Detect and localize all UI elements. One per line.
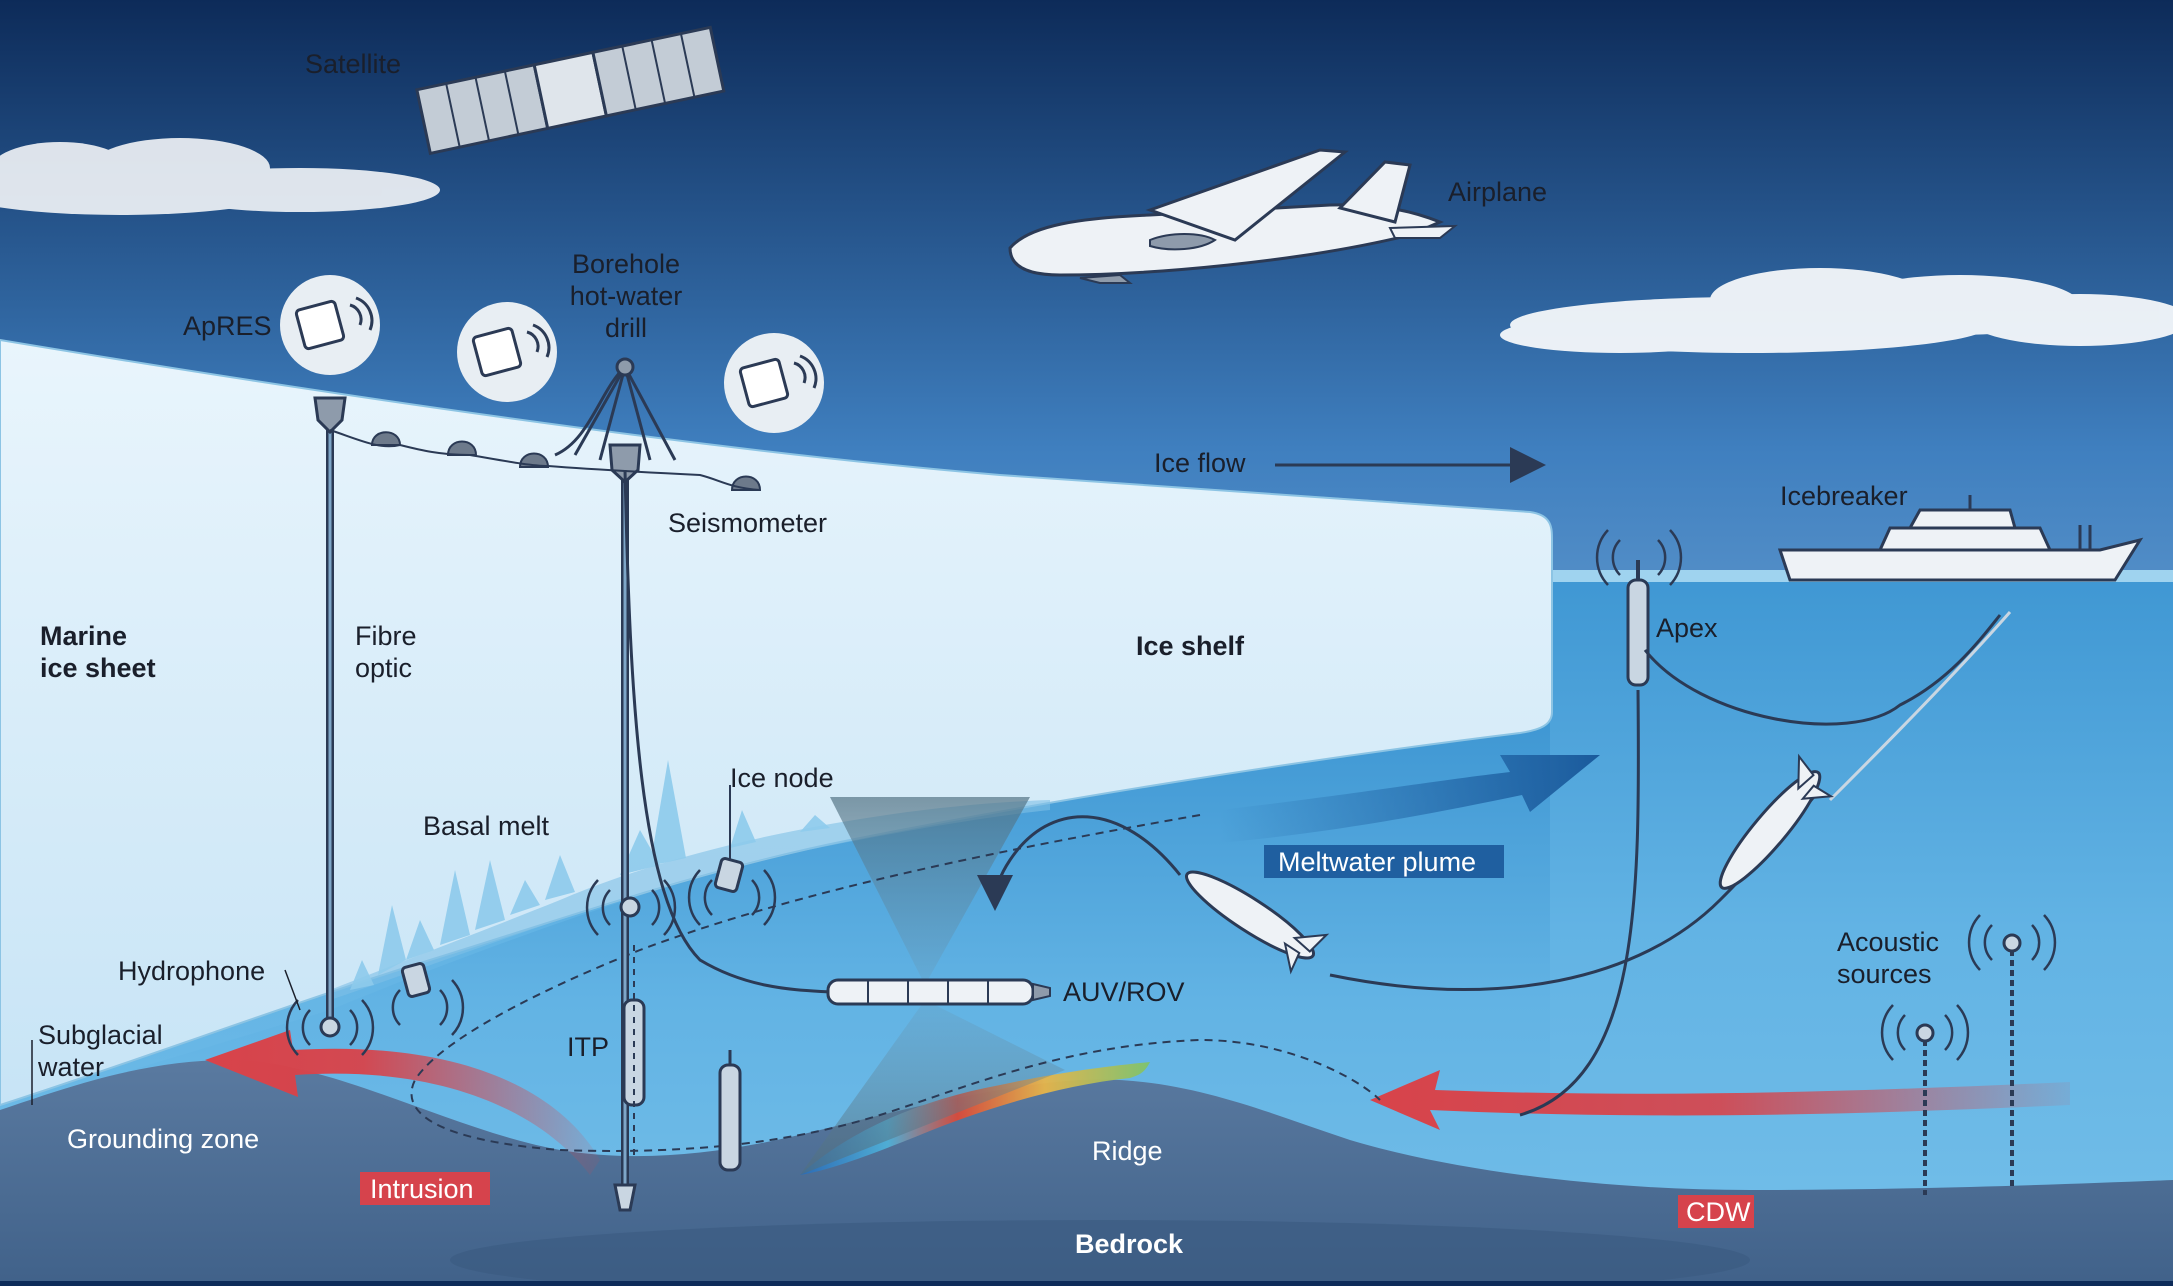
seismometer-cable [329, 429, 761, 491]
icebreaker-icon [1777, 495, 2144, 582]
tether-to-auv [623, 469, 831, 994]
label-acoustic-sources-2: sources [1837, 959, 1932, 989]
label-fibre-optic-1: Fibre [355, 621, 417, 651]
sonar-cone-down [800, 1000, 1065, 1175]
signal-arcs [285, 529, 2057, 1061]
label-itp: ITP [567, 1032, 609, 1062]
borehole-drill [554, 365, 677, 461]
apex-tether [1519, 689, 1640, 1117]
label-seismometer: Seismometer [668, 508, 827, 538]
label-bedrock: Bedrock [1075, 1229, 1184, 1259]
hydrophone-node [400, 962, 432, 998]
label-subglacial-water-1: Subglacial [38, 1020, 163, 1050]
label-ice-shelf: Ice shelf [1136, 631, 1245, 661]
airplane-icon [1008, 148, 1458, 284]
label-acoustic-sources-1: Acoustic [1837, 927, 1939, 957]
glider-upper [1718, 753, 1835, 890]
itp-anchor [613, 1183, 637, 1212]
cloud-left [0, 138, 440, 215]
label-marine-ice-sheet-1: Marine [40, 621, 127, 651]
mooring-instrument [718, 1050, 742, 1172]
borehole-head [608, 443, 642, 485]
label-ridge: Ridge [1092, 1136, 1163, 1166]
bedrock-shadow [450, 1220, 1750, 1286]
label-basal-melt: Basal melt [423, 811, 550, 841]
label-fibre-optic-2: optic [355, 653, 412, 683]
hydrophone-sensor [319, 1016, 341, 1038]
label-satellite: Satellite [305, 49, 401, 79]
apres-bubble-3 [724, 333, 824, 433]
label-airplane: Airplane [1448, 177, 1547, 207]
label-cdw: CDW [1686, 1197, 1751, 1227]
label-borehole-2: hot-water [570, 281, 683, 311]
glider-lower [1184, 870, 1330, 975]
cdw-arrow [1370, 1070, 2070, 1130]
acoustic-source-2 [2002, 933, 2022, 1190]
label-icebreaker: Icebreaker [1780, 481, 1908, 511]
apres-bubble-2 [457, 302, 557, 402]
label-apex: Apex [1656, 613, 1718, 643]
satellite-icon [415, 25, 726, 156]
label-borehole-3: drill [605, 313, 647, 343]
acoustic-source-1 [1915, 1023, 1935, 1195]
label-grounding-zone: Grounding zone [67, 1124, 259, 1154]
bedrock [0, 1060, 2173, 1281]
ice-node [713, 785, 745, 893]
plume-return-arrow [977, 815, 1182, 911]
apres-unit [313, 396, 347, 435]
auv-rov [826, 978, 1051, 1006]
circulation-loop [410, 814, 1381, 1152]
label-subglacial-water-2: water [37, 1052, 104, 1082]
icebreaker-tether [1643, 614, 2002, 726]
intrusion-tag [360, 1172, 490, 1205]
apex-float [1626, 560, 1650, 687]
meltwater-plume-tag [1264, 845, 1504, 878]
meltwater-plume-arrow [1220, 755, 1600, 843]
drill-top [615, 357, 635, 377]
label-hydrophone: Hydrophone [118, 956, 265, 986]
label-intrusion: Intrusion [370, 1174, 474, 1204]
hydrophone-leader [284, 969, 301, 1011]
label-auv-rov: AUV/ROV [1063, 977, 1185, 1007]
ship-tether [1828, 611, 2012, 802]
intrusion-arrow [205, 1030, 600, 1175]
label-ice-flow: Ice flow [1154, 448, 1246, 478]
apres-bubble-1 [280, 275, 380, 375]
borehole-sensor [619, 896, 641, 918]
cloud-right [1500, 268, 2173, 353]
basal-melt-channels [350, 760, 830, 990]
label-marine-ice-sheet-2: ice sheet [40, 653, 156, 683]
label-apres: ApRES [183, 311, 272, 341]
label-borehole-1: Borehole [572, 249, 680, 279]
cdw-tag [1678, 1195, 1754, 1228]
bathymetry-scan [800, 1062, 1150, 1175]
label-ice-node: Ice node [730, 763, 834, 793]
sonar-cone-up [830, 797, 1030, 985]
label-meltwater-plume: Meltwater plume [1278, 847, 1476, 877]
